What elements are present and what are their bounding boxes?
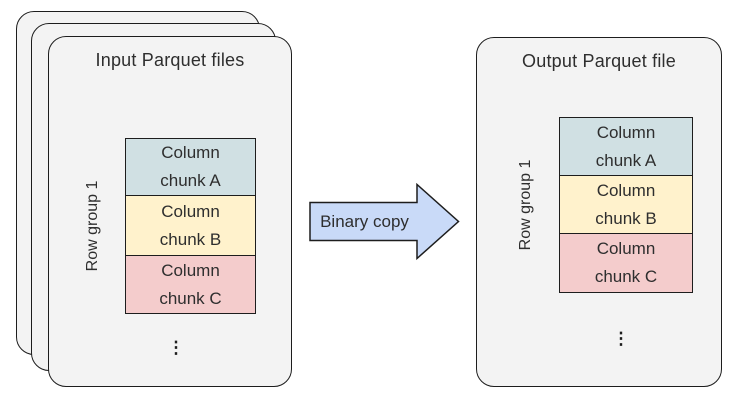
chunk-label-line1: Column (161, 201, 220, 221)
chunk-label-line1: Column (161, 260, 220, 280)
arrow-shape (309, 182, 460, 261)
column-chunk-c: Column chunk C (559, 233, 693, 293)
chunk-label-line1: Column (596, 180, 656, 200)
arrow-label: Binary copy (320, 212, 409, 231)
output-card-title: Output Parquet file (522, 51, 676, 71)
output-file-card: Output Parquet file Row group 1 Column c… (476, 37, 722, 387)
vertical-ellipsis-icon: ⋮ (612, 329, 630, 348)
chunk-label-line2: chunk C (594, 267, 658, 286)
column-chunk-a: Column chunk A (125, 138, 256, 196)
chunk-label-line2: chunk C (159, 288, 222, 308)
chunk-label-line1: Column (596, 122, 656, 142)
vertical-ellipsis-icon: ⋮ (167, 338, 185, 357)
row-group-label: Row group 1 (84, 180, 101, 272)
chunk-label-line2: chunk A (160, 171, 221, 190)
column-chunk-b: Column chunk B (559, 175, 693, 234)
input-chunk-stack: Column chunk A Column chunk B Column chu… (125, 138, 256, 314)
chunk-label-line2: chunk B (159, 229, 222, 249)
chunk-label-line2: chunk B (595, 208, 657, 228)
chunk-label-line1: Column (596, 239, 656, 258)
input-file-card: Input Parquet files Row group 1 Column c… (48, 36, 292, 387)
output-chunk-stack: Column chunk A Column chunk B Column chu… (559, 117, 693, 293)
column-chunk-b: Column chunk B (125, 195, 256, 256)
chunk-label-line2: chunk A (595, 150, 657, 170)
row-group-label: Row group 1 (517, 159, 534, 251)
column-chunk-c: Column chunk C (125, 255, 256, 314)
chunk-label-line1: Column (161, 143, 220, 162)
input-card-title: Input Parquet files (95, 50, 245, 70)
column-chunk-a: Column chunk A (559, 117, 693, 176)
binary-copy-arrow (309, 182, 461, 261)
